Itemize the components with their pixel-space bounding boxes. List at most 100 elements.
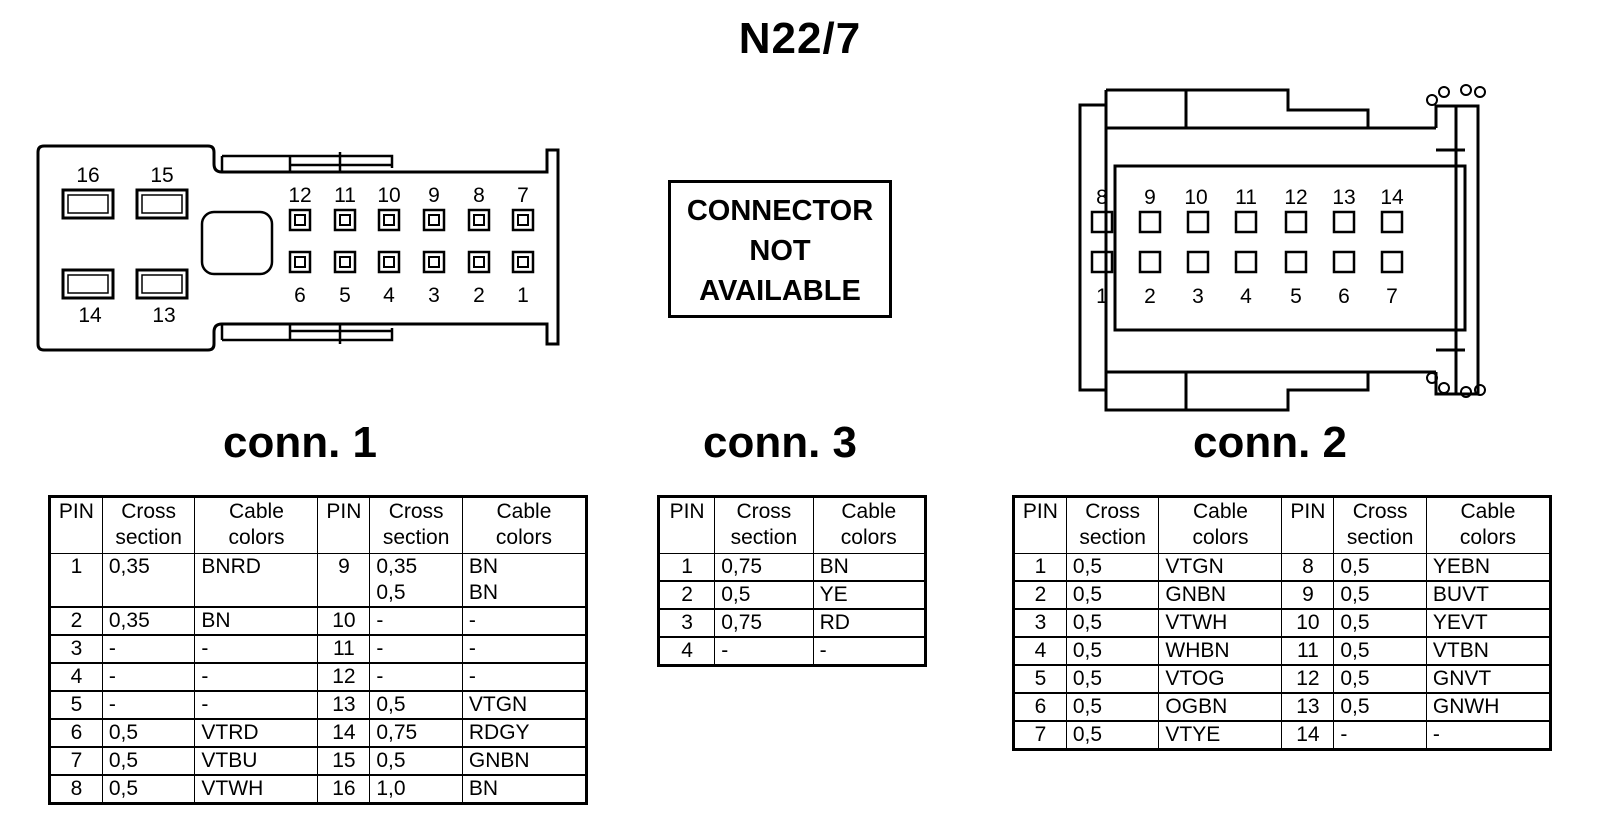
cable-color-cell: OGBN: [1158, 692, 1283, 722]
cross-section-cell: 0,5: [1065, 608, 1160, 638]
pin-label-5: 5: [339, 284, 351, 307]
pin-cell: 12: [1281, 664, 1335, 694]
pin-label-c2-7: 7: [1386, 285, 1398, 308]
conn1-drawing: 16 15 14 13 12 11 10 9 8 7 6 5 4 3 2 1: [36, 144, 560, 352]
pin-label-c2-14: 14: [1380, 186, 1404, 209]
pin-socket: [1332, 250, 1356, 274]
cable-color-cell: -: [461, 606, 588, 636]
cross-section-cell: 0,5: [369, 690, 463, 720]
pin-socket: [288, 208, 312, 232]
cross-section-cell: 0,5: [1065, 580, 1160, 610]
pin-label-14: 14: [78, 304, 102, 327]
cross-section-cell: 1,0: [369, 774, 463, 804]
pin-socket: [1138, 250, 1162, 274]
pin-cell: 7: [49, 746, 103, 776]
cable-color-cell: VTGN: [461, 690, 588, 720]
pin-cell: 5: [1013, 664, 1067, 694]
pin-socket: [1284, 250, 1308, 274]
cable-color-cell: GNVT: [1425, 664, 1552, 694]
pin-cell: 9: [1281, 580, 1335, 610]
cable-color-cell: BN: [461, 774, 588, 804]
pin-cell: 12: [317, 662, 371, 692]
diagram-title: N22/7: [738, 14, 862, 63]
cable-color-cell: BUVT: [1425, 580, 1552, 610]
cross-section-cell: 0,75: [369, 718, 463, 748]
connector-not-available-box: CONNECTOR NOT AVAILABLE: [668, 180, 892, 318]
pin-label-10: 10: [377, 184, 400, 207]
pin-cell: 14: [317, 718, 371, 748]
pin-socket-inner: [383, 214, 395, 226]
cable-color-cell: VTBN: [1425, 636, 1552, 666]
pin-socket: [1138, 210, 1162, 234]
pin-cell: 16: [317, 774, 371, 804]
pin-socket: [467, 208, 491, 232]
pin-cell: 10: [317, 606, 371, 636]
pin-cell: 3: [657, 608, 716, 638]
conn1-heading: conn. 1: [222, 418, 378, 467]
pin-socket: [1090, 210, 1114, 234]
pin-label-4: 4: [383, 284, 395, 307]
cross-section-cell: 0,5: [101, 746, 196, 776]
pin-cell: 1: [1013, 553, 1067, 582]
cross-section-cell: 0,5: [1065, 664, 1160, 694]
pin-socket: [1234, 210, 1258, 234]
pin-label-6: 6: [294, 284, 306, 307]
cross-section-cell: 0,5: [1333, 608, 1427, 638]
pin-socket: [1380, 210, 1404, 234]
col-pin: PIN: [657, 496, 716, 554]
pin-socket-inner: [294, 256, 306, 268]
pin-label-13: 13: [152, 304, 175, 327]
pin-cell: 2: [657, 580, 716, 610]
pin-cell: 3: [1013, 608, 1067, 638]
cable-color-cell: -: [194, 662, 319, 692]
pin-label-c2-11: 11: [1235, 186, 1257, 209]
pin-cell: 11: [317, 634, 371, 664]
pin-label-2: 2: [473, 284, 485, 307]
cross-section-cell: 0,5: [714, 580, 814, 610]
pin-label-c2-12: 12: [1284, 186, 1307, 209]
col-pin2: PIN: [1281, 496, 1335, 554]
pin-cell: 2: [49, 606, 103, 636]
cross-section-cell: 0,35: [101, 553, 196, 608]
pin-label-c2-5: 5: [1290, 285, 1302, 308]
cable-color-cell: YEVT: [1425, 608, 1552, 638]
na-line-3: AVAILABLE: [699, 275, 861, 307]
cross-section-cell: 0,5: [1065, 720, 1160, 750]
pin-cell: 8: [1281, 553, 1335, 582]
cable-color-cell: YE: [812, 580, 927, 610]
pin-label-c2-9: 9: [1144, 186, 1156, 209]
pin-label-16: 16: [76, 164, 99, 187]
pin-socket: [467, 250, 491, 274]
cable-color-cell: VTRD: [194, 718, 319, 748]
pin-socket: [511, 208, 535, 232]
cross-section-cell: 0,5: [1065, 553, 1160, 582]
pin-socket-inner: [473, 214, 485, 226]
pin-cell: 1: [49, 553, 103, 608]
cable-color-cell: RD: [812, 608, 927, 638]
pin-cell: 15: [317, 746, 371, 776]
cable-color-cell: BN: [194, 606, 319, 636]
cross-section-cell: -: [369, 606, 463, 636]
pin-cell: 10: [1281, 608, 1335, 638]
pin-label-c2-6: 6: [1338, 285, 1350, 308]
cable-color-cell: -: [1425, 720, 1552, 750]
cross-section-cell: -: [1333, 720, 1427, 750]
cross-section-cell: 0,5: [1065, 692, 1160, 722]
pin-label-c2-10: 10: [1184, 186, 1207, 209]
